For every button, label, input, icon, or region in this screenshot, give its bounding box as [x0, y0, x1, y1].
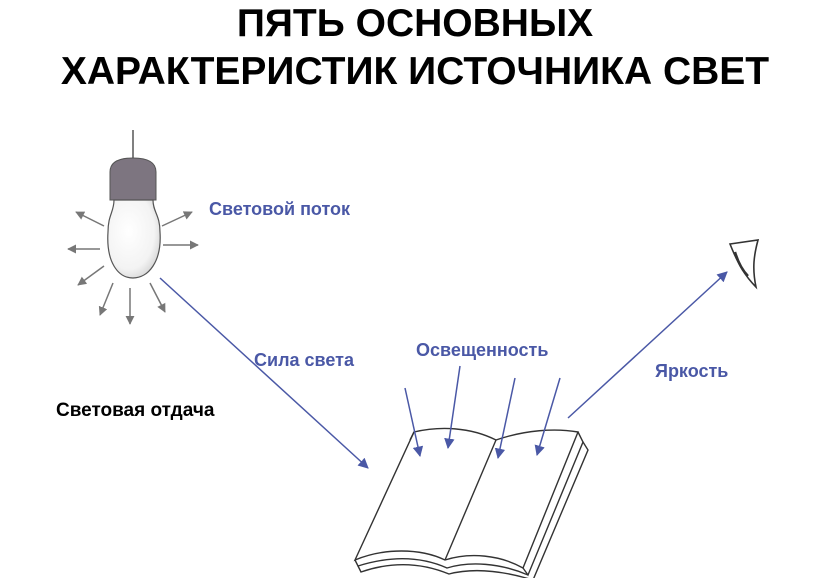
title-line-2: ХАРАКТЕРИСТИК ИСТОЧНИКА СВЕТ [60, 50, 770, 93]
luminance-arrow [567, 271, 728, 419]
label-illuminance: Освещенность [416, 340, 548, 360]
bulb-rays [67, 211, 199, 325]
label-luminous-efficacy: Световая отдача [56, 400, 215, 421]
label-luminous-flux: Световой поток [209, 199, 351, 219]
illuminance-arrows [404, 365, 561, 460]
eye-icon [728, 239, 760, 290]
light-bulb-icon [107, 130, 161, 279]
open-book-icon [353, 427, 589, 578]
intensity-arrow [159, 277, 369, 469]
label-luminance: Яркость [655, 361, 728, 381]
label-luminous-intensity: Сила света [254, 350, 355, 370]
title-line-1: ПЯТЬ ОСНОВНЫХ [236, 2, 594, 45]
